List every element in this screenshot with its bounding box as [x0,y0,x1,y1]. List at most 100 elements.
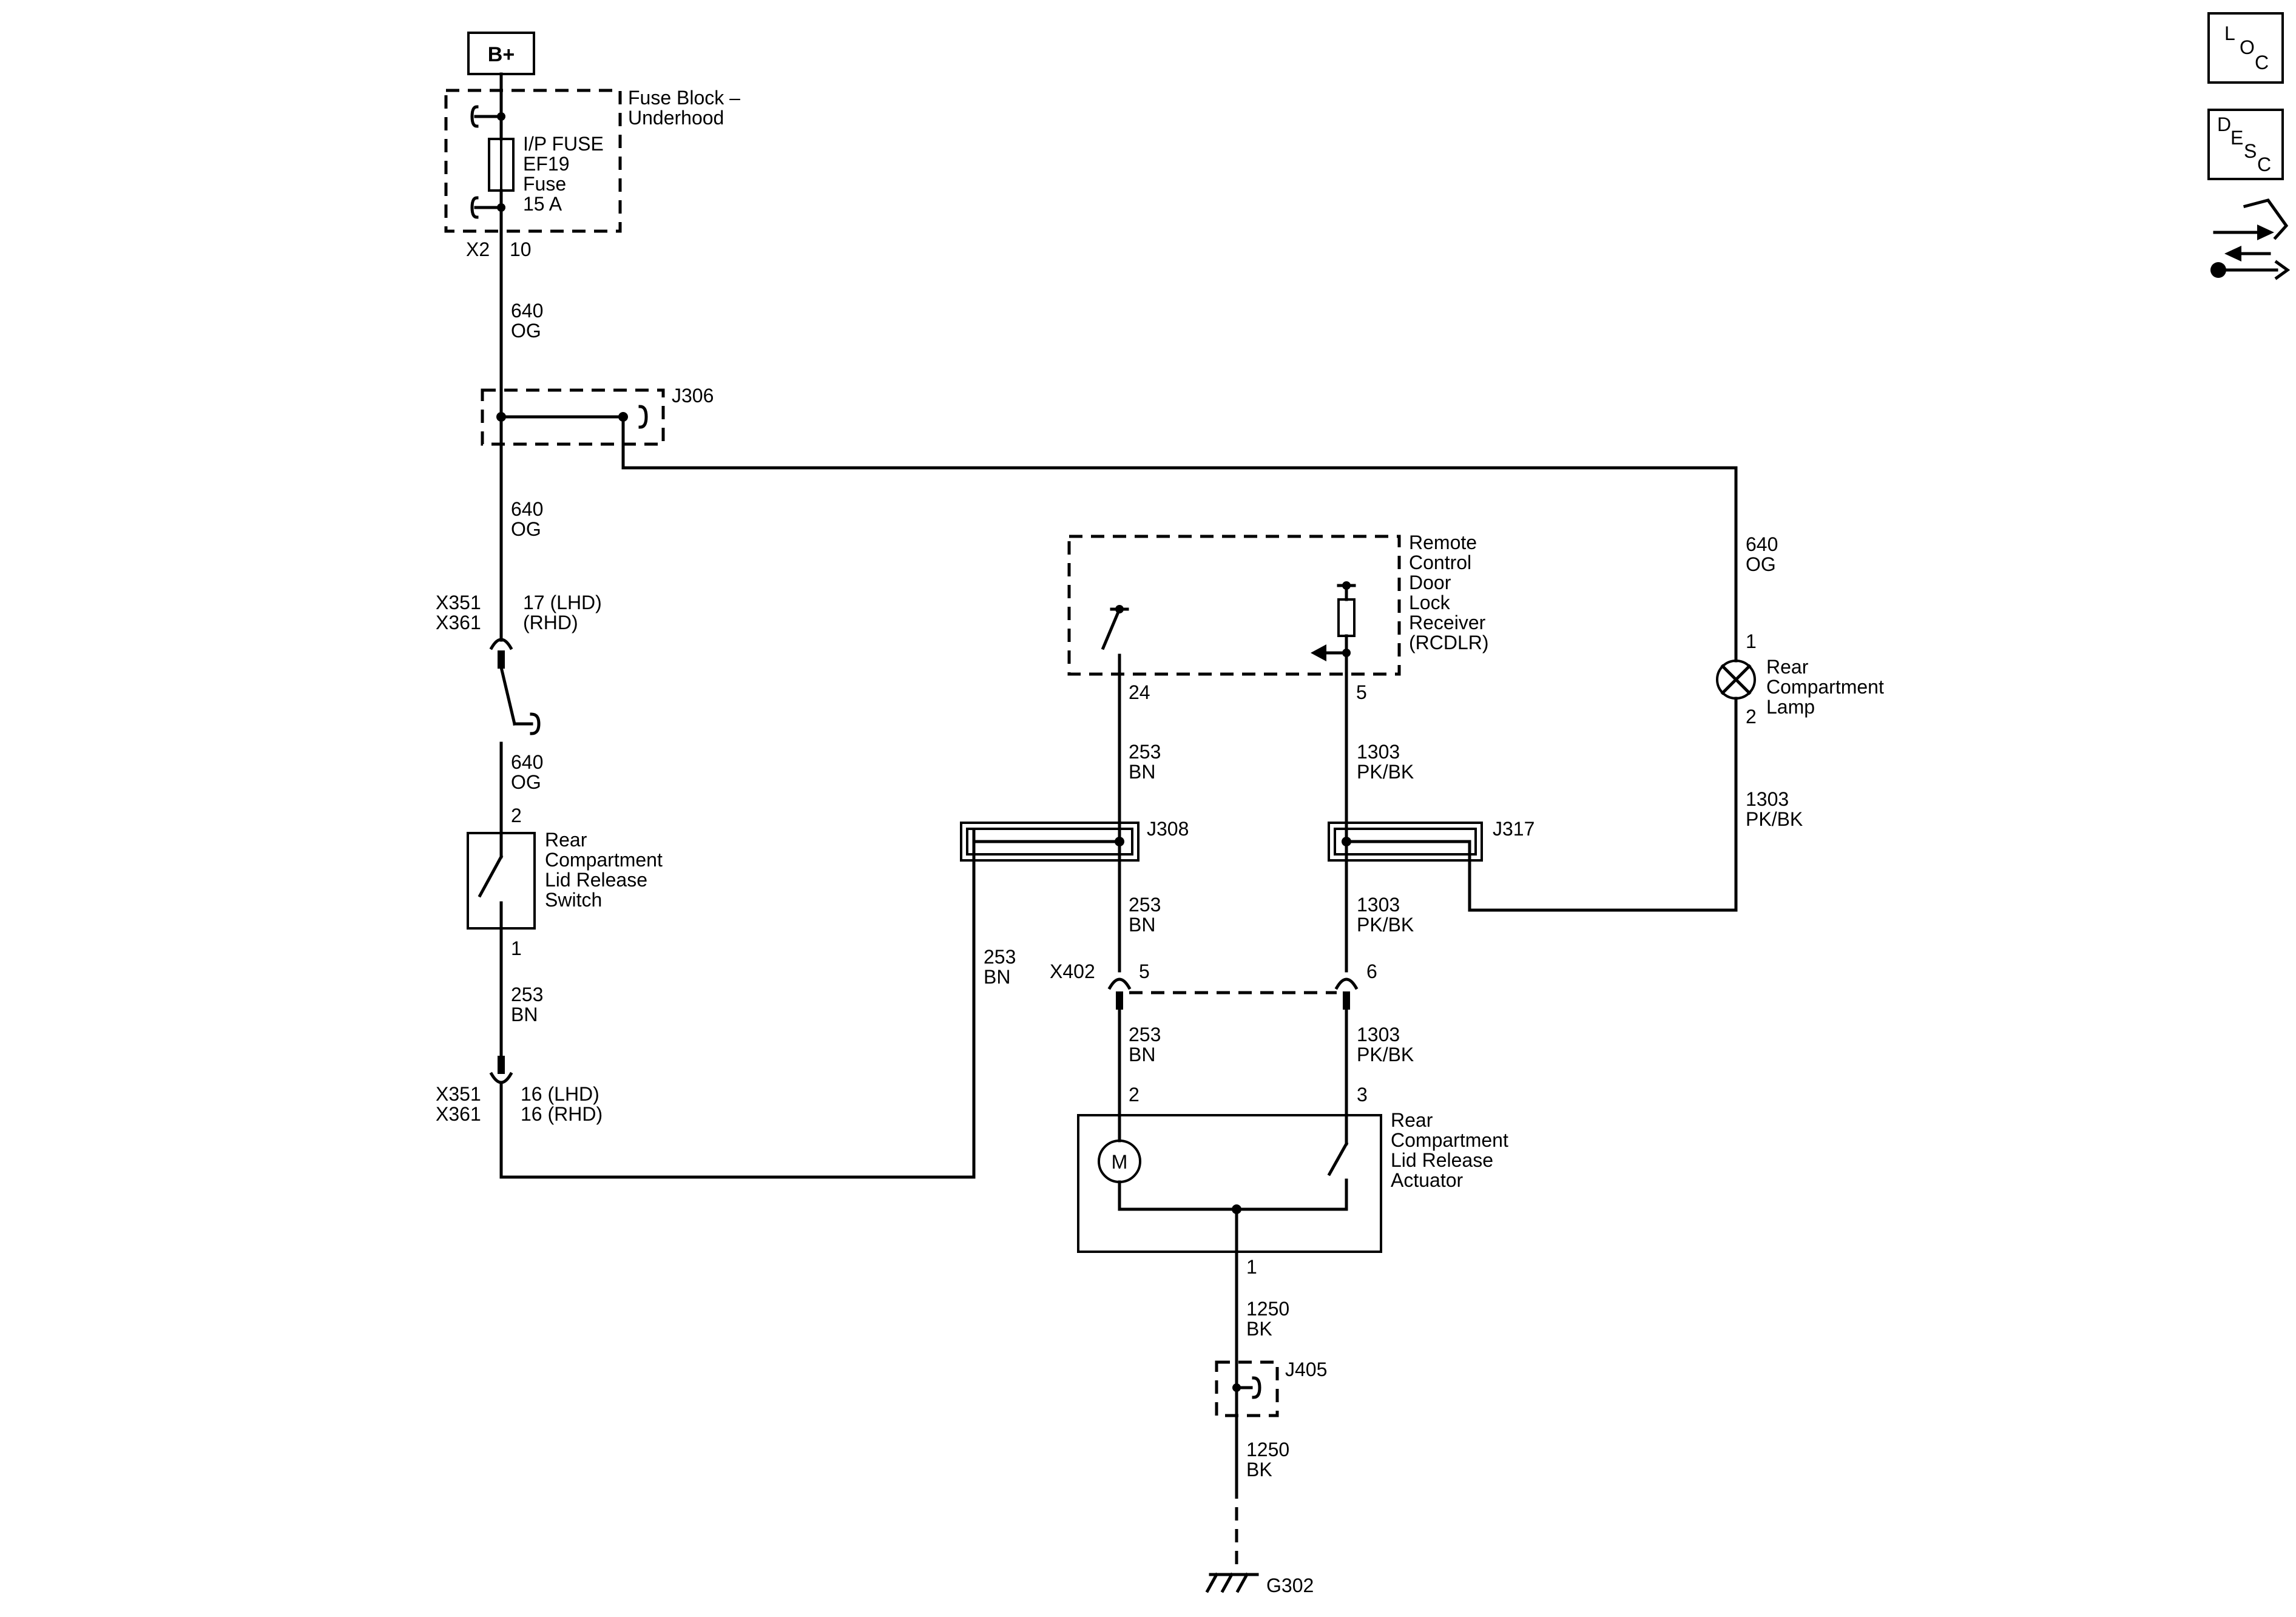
fuse-name-line1: I/P FUSE [523,133,604,155]
switch-title-line3: Lid Release [545,869,647,891]
rcdlr-title-line2: Control [1409,552,1471,573]
splice-j405-label: J405 [1285,1359,1327,1380]
rcdlr-module: Remote Control Door Lock Receiver (RCDLR… [1067,532,1489,703]
rcdlr-title-line5: Receiver [1409,612,1486,633]
wire-label-circuit: 640 [511,498,543,520]
fuse-block-title-line1: Fuse Block – [628,87,740,109]
wire-label-color: BN [1129,1044,1155,1065]
connector-pin-rhd: (RHD) [523,612,578,633]
wire-label-color: OG [1746,553,1776,575]
rcdlr-pin-5: 5 [1356,681,1367,703]
wire-label-color: PK/BK [1357,761,1414,783]
desc-letter-e: E [2230,127,2243,149]
loc-letter-l: L [2224,22,2235,44]
wire-label-color: PK/BK [1357,914,1414,936]
splice-j308: J308 [960,818,1189,862]
lamp-pin-1: 1 [1746,630,1757,652]
lamp-title-line2: Compartment [1766,676,1884,698]
wire-label-circuit: 640 [511,300,543,322]
wire-label-circuit: 1303 [1357,741,1400,763]
desc-letter-d: D [2217,113,2231,135]
fuse-block-underhood: Fuse Block – Underhood I/P FUSE EF19 Fus… [444,87,740,260]
connector-x402-pin-6: 6 [1366,960,1377,982]
fuse-block-pin: 10 [510,238,532,260]
loc-letter-o: O [2240,36,2255,58]
connector-pin-lhd: 16 (LHD) [521,1083,599,1105]
fuse-name-line3: Fuse [523,173,566,195]
ground-g302: G302 [1205,1572,1314,1596]
actuator-pin-1: 1 [1246,1256,1257,1278]
actuator-pin-2: 2 [1129,1084,1140,1106]
wire-label-circuit: 253 [511,984,543,1005]
connector-end-view-icon[interactable] [2210,198,2291,280]
wire-label-circuit: 1303 [1357,1024,1400,1045]
splice-j308-label: J308 [1147,818,1189,840]
connector-pin-lhd: 17 (LHD) [523,592,602,613]
wire-label-circuit: 1303 [1746,788,1789,810]
splice-j306-label: J306 [672,385,714,407]
inline-connector-x351-top: X351 X361 17 (LHD) (RHD) [436,592,602,835]
wire-label-color: OG [511,320,541,342]
switch-title-line2: Compartment [545,849,663,871]
actuator-title-line1: Rear [1391,1109,1433,1131]
connector-pin-rhd: 16 (RHD) [521,1103,603,1125]
lid-release-switch: 2 Rear Compartment Lid Release Switch 1 [467,805,663,959]
wire-label-circuit: 640 [511,751,543,773]
connector-x402: X402 5 6 [1050,960,1377,1010]
wire-label-color: OG [511,771,541,793]
wire-label-color: PK/BK [1357,1044,1414,1065]
connector-id-x351: X351 [436,1083,481,1105]
wire-label-color: BN [1129,914,1155,936]
switch-pin-1: 1 [511,937,522,959]
battery-positive-label: B+ [488,43,515,66]
connector-x402-label: X402 [1050,960,1095,982]
wire-label-color: BK [1246,1318,1272,1340]
wire-label-circuit: 640 [1746,533,1778,555]
fuse-block-title-line2: Underhood [628,107,724,129]
wire-253-bn-actuator: 253 BN 2 [1118,1008,1161,1117]
wire-1250-bk-ground: 1250 BK J405 1250 BK [1215,1250,1327,1573]
splice-j317-label: J317 [1493,818,1535,840]
switch-title-line1: Rear [545,829,587,851]
desc-letter-s: S [2244,140,2257,162]
fuse-block-connector-id: X2 [466,238,490,260]
rcdlr-title-line1: Remote [1409,532,1477,553]
rcdlr-title-line3: Door [1409,572,1451,593]
fuse-rating: 15 A [523,193,562,215]
connector-x402-pin-5: 5 [1139,960,1150,982]
loc-button[interactable]: L O C [2207,12,2284,84]
splice-j317: J317 [1328,708,1738,912]
rcdlr-pin-24: 24 [1129,681,1150,703]
wire-label-color: BN [984,966,1010,988]
wire-label-color: BN [511,1004,538,1025]
wire-253-bn-switch: 253 BN X351 X361 16 (LHD) 16 (RHD) 253 B… [436,829,1016,1179]
lid-release-actuator: Rear Compartment Lid Release Actuator M … [1077,1109,1508,1278]
wire-label-circuit: 253 [1129,741,1161,763]
actuator-pin-3: 3 [1357,1084,1368,1106]
wire-1303-pkbk-actuator: 1303 PK/BK 3 [1345,1008,1414,1117]
connector-id-x351: X351 [436,592,481,613]
wire-label-color: BK [1246,1459,1272,1480]
lamp-title-line3: Lamp [1766,696,1815,718]
switch-title-line4: Switch [545,889,602,911]
wire-label-circuit: 1250 [1246,1439,1289,1460]
lamp-title-line1: Rear [1766,656,1809,678]
wire-label-circuit: 253 [1129,1024,1161,1045]
rcdlr-title-line4: Lock [1409,592,1451,613]
desc-button[interactable]: D E S C [2207,109,2284,180]
wire-label-circuit: 1250 [1246,1298,1289,1320]
loc-letter-c: C [2255,52,2269,73]
wire-640-og-main: 640 OG 640 OG 640 OG [499,72,543,793]
wire-label-color: OG [511,518,541,540]
connector-id-x361: X361 [436,1103,481,1125]
wire-label-color: PK/BK [1746,808,1803,830]
wire-label-color: BN [1129,761,1155,783]
fuse-name-line2: EF19 [523,153,569,175]
actuator-title-line4: Actuator [1391,1169,1464,1191]
actuator-title-line3: Lid Release [1391,1149,1493,1171]
motor-symbol: M [1112,1151,1128,1173]
rcdlr-title-line6: (RCDLR) [1409,632,1489,653]
switch-pin-2: 2 [511,805,522,826]
wire-label-circuit: 253 [1129,894,1161,916]
connector-id-x361: X361 [436,612,481,633]
